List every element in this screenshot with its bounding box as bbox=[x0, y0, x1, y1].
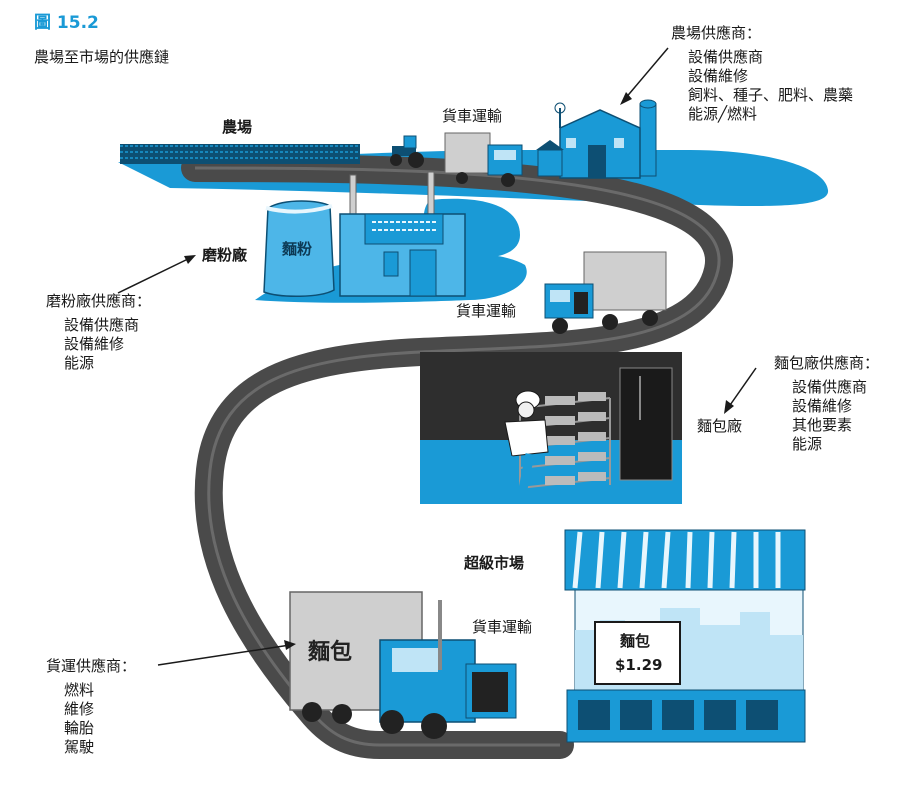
truck-cargo-label: 麵包 bbox=[308, 640, 353, 665]
list-item: 維修 bbox=[64, 700, 95, 718]
mill-building-icon bbox=[339, 171, 466, 297]
list-item: 能源 bbox=[792, 435, 823, 453]
list-item: 輪胎 bbox=[64, 719, 95, 737]
price-sign-price: $1.29 bbox=[615, 656, 663, 674]
bakery-suppliers-list: 設備供應商 設備維修 其他要素 能源 bbox=[792, 378, 867, 454]
list-item: 設備維修 bbox=[64, 335, 125, 353]
transport-label-2: 貨車運輸 bbox=[456, 302, 517, 320]
stage-mill-label: 磨粉廠 bbox=[202, 246, 248, 264]
bakery-suppliers-heading: 麵包廠供應商： bbox=[774, 354, 880, 372]
figure-number: 圖 15.2 bbox=[34, 13, 99, 33]
price-sign-item: 麵包 bbox=[620, 632, 651, 650]
farm-suppliers-heading: 農場供應商： bbox=[671, 24, 762, 42]
freight-suppliers-list: 燃料 維修 輪胎 駕駛 bbox=[64, 681, 94, 757]
baker-figure-icon bbox=[494, 390, 549, 501]
mill-suppliers-heading: 磨粉廠供應商： bbox=[46, 292, 152, 310]
tractor-icon bbox=[390, 135, 424, 168]
figure-title: 農場至市場的供應鏈 bbox=[34, 48, 170, 66]
flour-sack-icon bbox=[263, 200, 335, 298]
annotation-arrows bbox=[117, 47, 757, 666]
list-item: 設備供應商 bbox=[792, 378, 868, 396]
transport-label-3: 貨車運輸 bbox=[472, 618, 533, 636]
list-item: 燃料 bbox=[64, 681, 95, 699]
list-item: 駕駛 bbox=[64, 738, 95, 756]
road-edge bbox=[194, 166, 721, 747]
transport-label-1: 貨車運輸 bbox=[442, 107, 503, 125]
list-item: 飼料、種子、肥料、農藥 bbox=[688, 86, 854, 104]
list-item: 能源 bbox=[64, 354, 95, 372]
list-item: 設備供應商 bbox=[688, 48, 764, 66]
freight-suppliers-heading: 貨運供應商： bbox=[46, 657, 137, 675]
farm-truck-icon bbox=[444, 132, 523, 187]
bakery-scene bbox=[420, 352, 682, 504]
list-item: 設備維修 bbox=[792, 397, 853, 415]
crop-rows bbox=[120, 144, 360, 164]
mill-truck-icon bbox=[544, 251, 667, 334]
stage-farm-label: 農場 bbox=[222, 118, 253, 136]
stage-bakery-label: 麵包廠 bbox=[697, 417, 743, 435]
bread-truck-icon bbox=[289, 591, 517, 739]
flour-sack-label: 麵粉 bbox=[282, 240, 313, 258]
farm-suppliers-list: 設備供應商 設備維修 飼料、種子、肥料、農藥 能源╱燃料 bbox=[688, 48, 853, 124]
mill-suppliers-list: 設備供應商 設備維修 能源 bbox=[64, 316, 139, 373]
stage-supermarket-label: 超級市場 bbox=[464, 554, 525, 572]
list-item: 設備供應商 bbox=[64, 316, 140, 334]
list-item: 其他要素 bbox=[792, 416, 853, 434]
farm-buildings-icon bbox=[536, 99, 657, 179]
supermarket-building-icon bbox=[564, 529, 806, 743]
list-item: 能源╱燃料 bbox=[688, 105, 758, 123]
list-item: 設備維修 bbox=[688, 67, 749, 85]
